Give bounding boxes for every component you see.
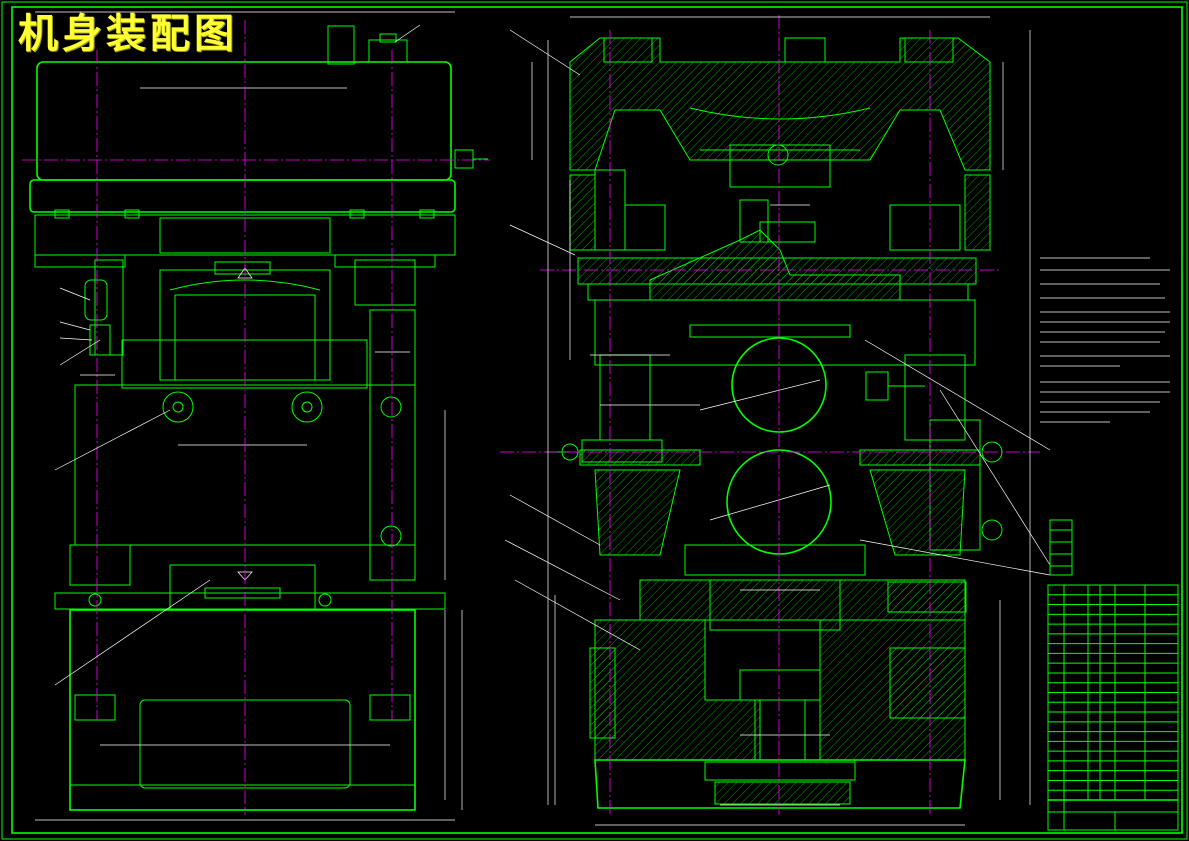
parts-list-rows: [1048, 594, 1178, 791]
inner-border: [11, 6, 1183, 834]
parts-list-table: [1047, 584, 1179, 831]
technical-notes: [1040, 257, 1170, 423]
front-view: [22, 11, 490, 821]
section-view: [500, 15, 1051, 826]
drawing-title: 机身装配图: [18, 11, 238, 57]
callout-box: [1049, 519, 1073, 576]
